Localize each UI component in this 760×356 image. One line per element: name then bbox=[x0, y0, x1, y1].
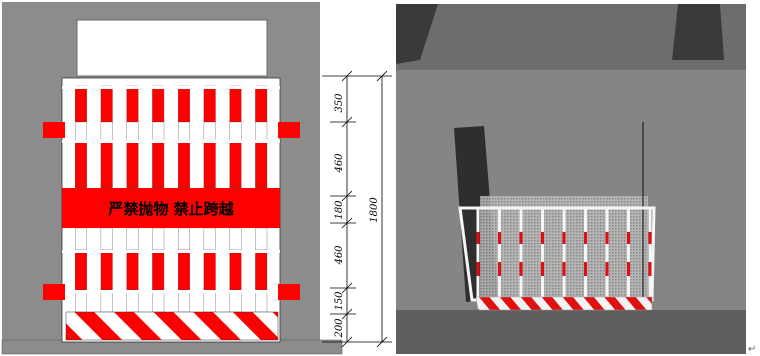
guard-bar-segment bbox=[152, 121, 165, 143]
side-tab bbox=[43, 284, 65, 300]
guard-bar-segment bbox=[229, 289, 242, 313]
dimension-label: 150 bbox=[334, 291, 345, 311]
guard-bar-segment bbox=[229, 85, 242, 123]
shadow-right bbox=[672, 4, 724, 60]
guard-rail bbox=[62, 250, 280, 253]
guard-bar-segment bbox=[152, 85, 165, 123]
guard-bar-segment bbox=[100, 121, 113, 143]
guard-bar-segment bbox=[177, 141, 190, 189]
guard-bar-segment bbox=[75, 227, 87, 251]
floor bbox=[396, 310, 746, 354]
guard-bar-segment bbox=[100, 141, 113, 189]
render-view bbox=[396, 4, 746, 354]
elevation-drawing: 严禁抛物 禁止跨越 350 460 180 460 bbox=[1, 2, 392, 355]
dimension-lines bbox=[322, 70, 392, 348]
guard-bar-segment bbox=[255, 289, 268, 313]
back-wall-top bbox=[396, 4, 746, 70]
guard-bar-segment bbox=[152, 227, 165, 251]
guard-bar-segment bbox=[203, 141, 216, 189]
guard-bar-segment bbox=[75, 141, 87, 189]
guard-bar-segment bbox=[177, 121, 190, 143]
guard-bar-segment bbox=[100, 227, 113, 251]
guard-bar-segment bbox=[75, 249, 87, 291]
side-tab bbox=[278, 122, 300, 138]
guard-bars bbox=[476, 208, 652, 298]
guard-bar-segment bbox=[229, 249, 242, 291]
dimension-label: 460 bbox=[334, 245, 345, 266]
kickplate bbox=[475, 296, 653, 311]
guard-bar-segment bbox=[126, 85, 139, 123]
guard-3d bbox=[458, 206, 656, 311]
guard-bar-segment bbox=[177, 227, 190, 251]
guard-bar-segment bbox=[203, 121, 216, 143]
page-mark: ↵ bbox=[748, 344, 756, 355]
guard-bar-segment bbox=[177, 85, 190, 123]
guard-bar-segment bbox=[255, 121, 268, 143]
dimension-label: 460 bbox=[334, 153, 345, 174]
guard-bar-segment bbox=[100, 85, 113, 123]
guard-bar-segment bbox=[255, 227, 268, 251]
side-tab bbox=[43, 122, 65, 138]
guard-bar-segment bbox=[203, 85, 216, 123]
guard-bar-segment bbox=[203, 249, 216, 291]
guard-bar-segment bbox=[229, 227, 242, 251]
guard-bar-segment bbox=[177, 289, 190, 313]
guard-bar-segment bbox=[100, 289, 113, 313]
total-dimension-label: 1800 bbox=[369, 197, 380, 223]
guard-bar-segment bbox=[100, 249, 113, 291]
guard-bar-segment bbox=[152, 289, 165, 313]
guard-bar-segment bbox=[126, 289, 139, 313]
dimension-label: 180 bbox=[334, 200, 345, 220]
guard-bar-segment bbox=[203, 227, 216, 251]
guard-bar-segment bbox=[255, 141, 268, 189]
guard-bar-segment bbox=[75, 85, 87, 123]
guard-bar-segment bbox=[152, 141, 165, 189]
dimension-label: 200 bbox=[334, 318, 345, 339]
guard-bar-segment bbox=[177, 249, 190, 291]
guard-bar-segment bbox=[255, 85, 268, 123]
banner-text: 严禁抛物 禁止跨越 bbox=[107, 200, 234, 218]
guard-bar-segment bbox=[255, 249, 268, 291]
guard-bar-segment bbox=[229, 121, 242, 143]
kickplate bbox=[65, 311, 279, 341]
guard-bar-segment bbox=[229, 141, 242, 189]
guard-bar-segment bbox=[75, 289, 87, 313]
guard-bar-segment bbox=[126, 227, 139, 251]
guard-bar-segment bbox=[152, 249, 165, 291]
guard-bar-segment bbox=[126, 249, 139, 291]
guard-rail bbox=[62, 86, 280, 89]
guard-bar-segment bbox=[126, 141, 139, 189]
guard-bar-segment bbox=[203, 289, 216, 313]
guard-bar-segment bbox=[75, 121, 87, 143]
banner bbox=[62, 188, 280, 228]
top-opening bbox=[76, 19, 268, 77]
side-tab bbox=[278, 284, 300, 300]
dimension-label: 350 bbox=[334, 93, 345, 113]
guard-rail bbox=[62, 290, 280, 293]
shadow-left bbox=[396, 4, 438, 64]
guard-bar-segment bbox=[126, 121, 139, 143]
guard-rail bbox=[62, 140, 280, 143]
